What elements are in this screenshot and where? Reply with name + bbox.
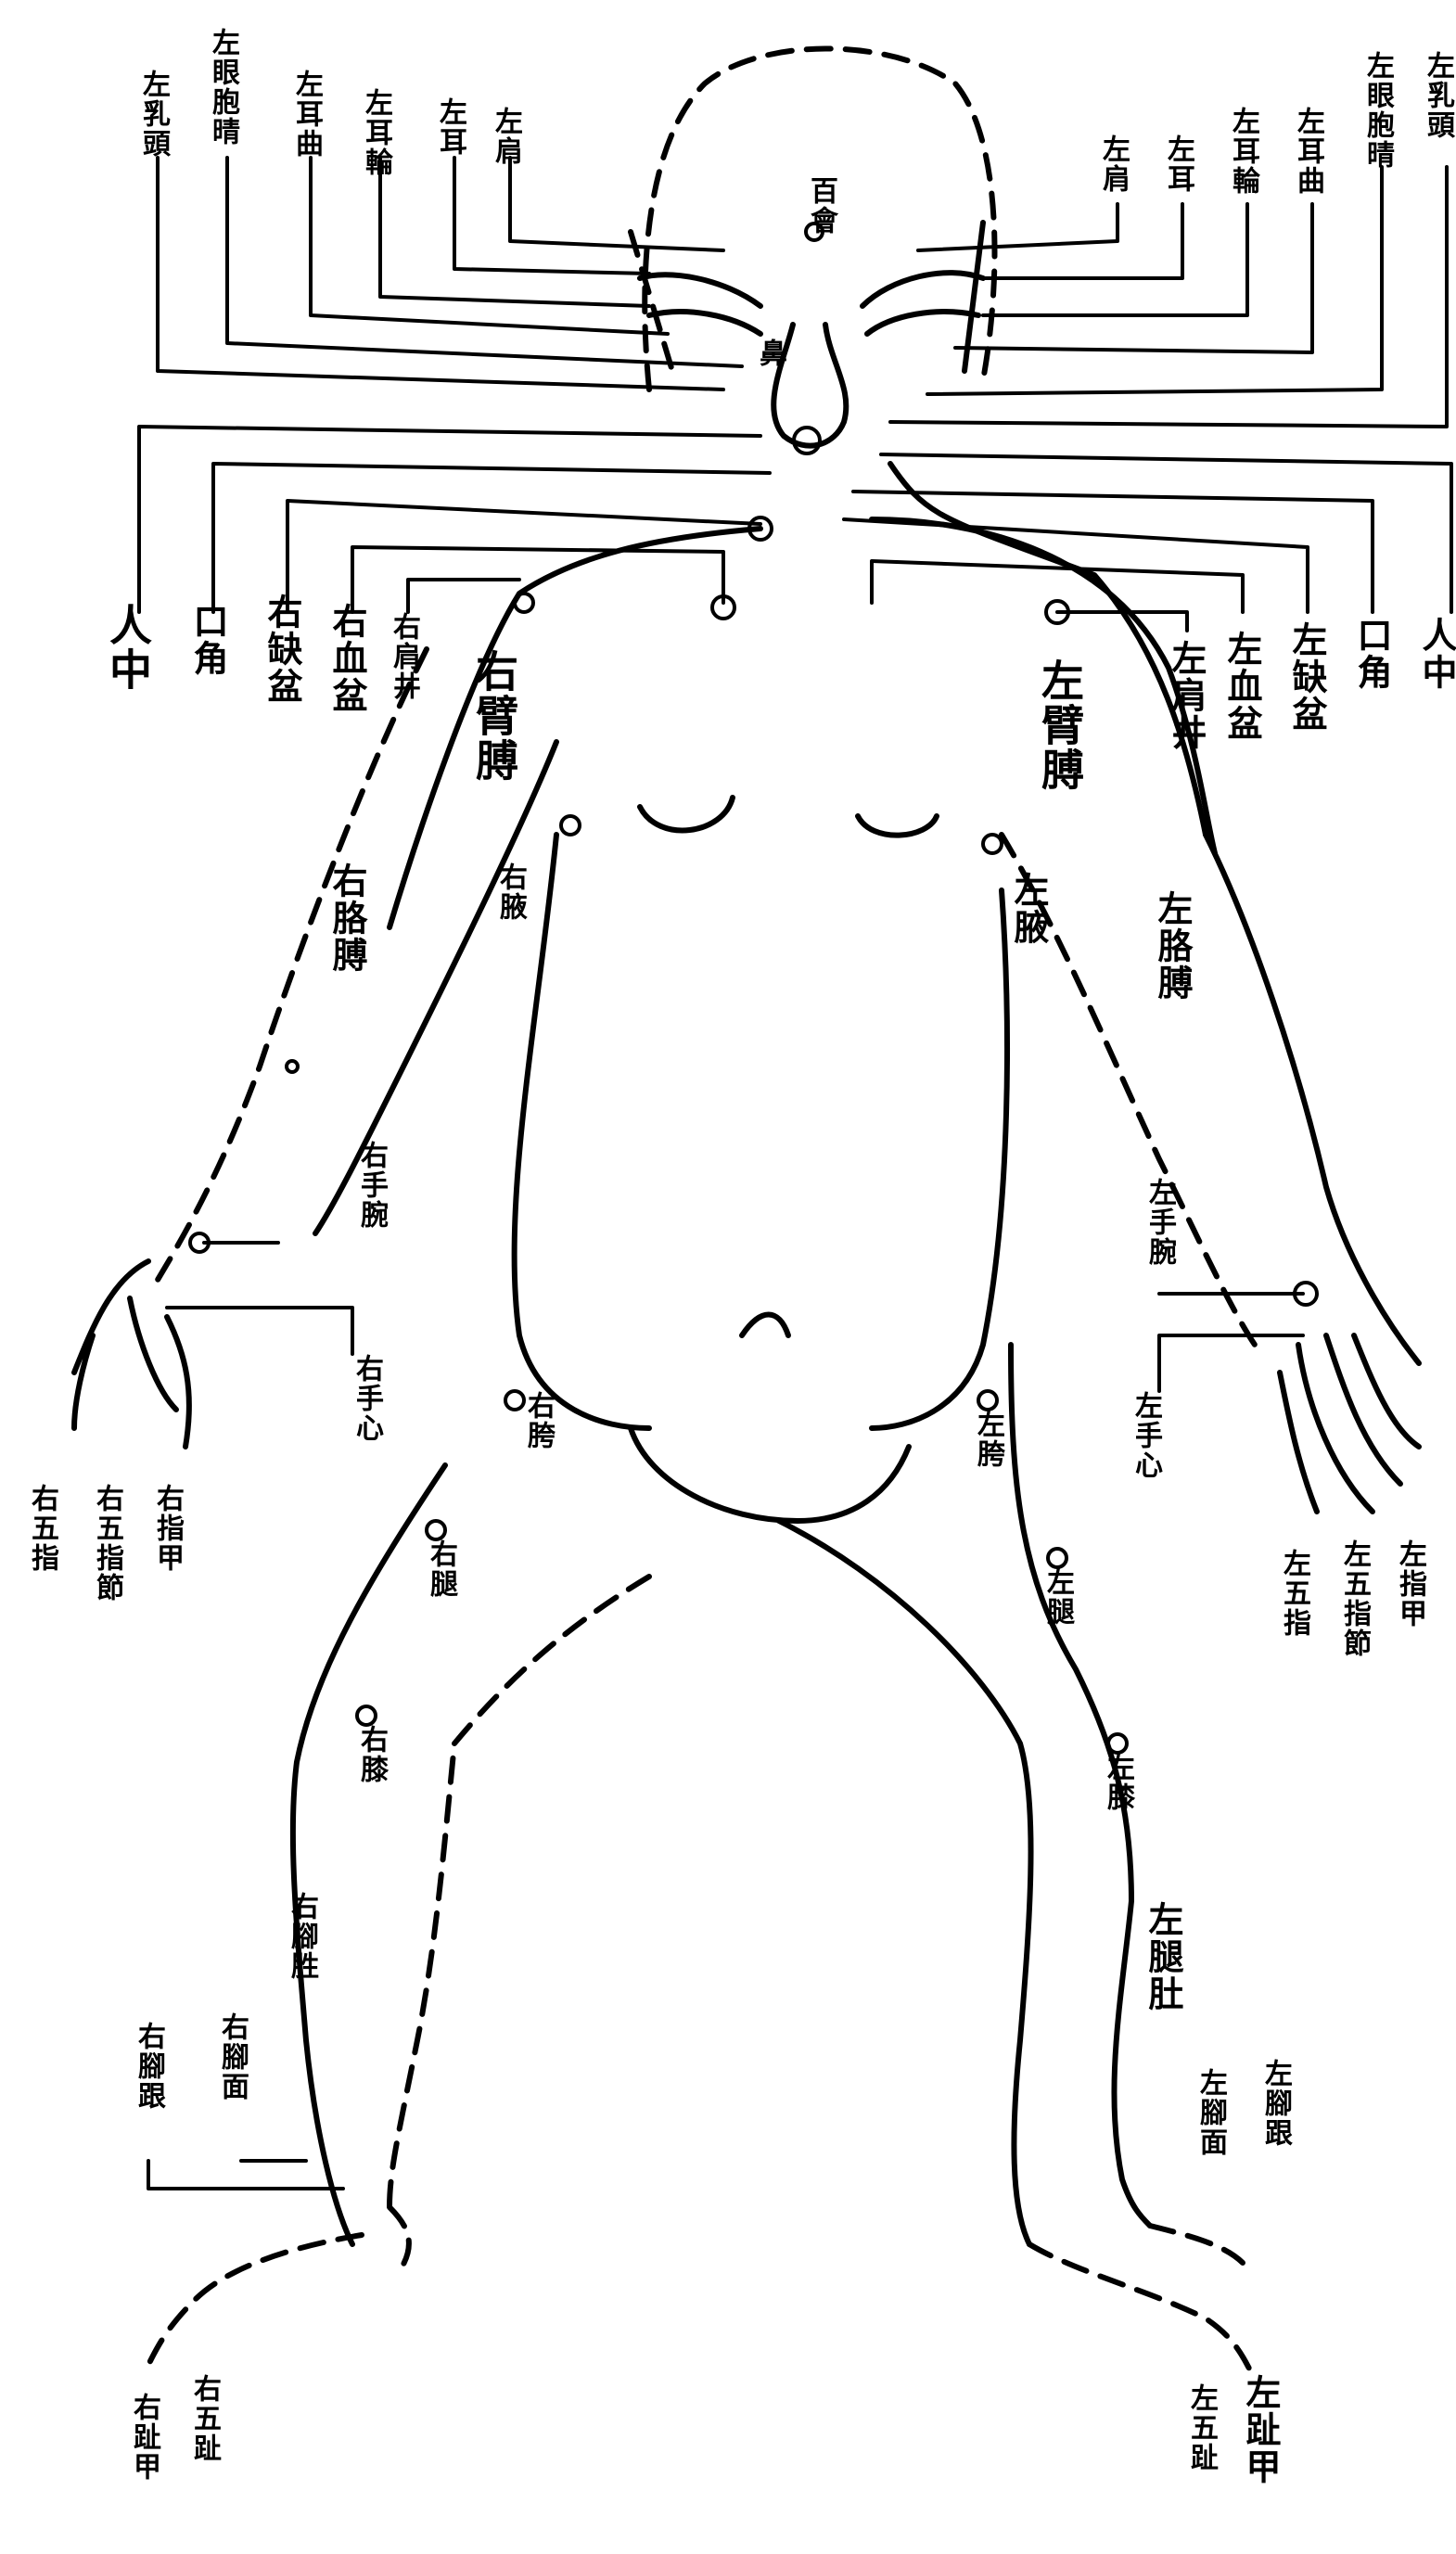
label-left-hand-3: 左指甲 [1396, 1539, 1424, 1628]
right-knee-point [357, 1706, 376, 1725]
label-top-left-6: 左肩 [492, 107, 519, 166]
label-mid-right-3: 左缺盆 [1289, 621, 1324, 733]
right-foot [148, 2207, 409, 2365]
label-left-arm-2: 左胳膊 [1155, 890, 1190, 1002]
right-thigh-point [427, 1521, 445, 1539]
label-top-left-5: 左耳 [436, 97, 464, 157]
label-top-right-1: 左肩 [1099, 134, 1127, 194]
label-right-arm-3: 右手腕 [357, 1141, 385, 1230]
mid-left-leader-lines [139, 427, 770, 612]
right-leg-outer [293, 1465, 445, 2244]
right-ankle-leader [148, 2161, 343, 2189]
label-mid-left-2: 口角 [190, 603, 225, 677]
chest-left [640, 798, 733, 830]
left-hand [1280, 1335, 1419, 1512]
label-left-arm-1: 左臂膊 [1039, 658, 1081, 792]
right-leg-inner [390, 1577, 649, 2207]
label-right-foot-2: 右五趾 [190, 2374, 218, 2463]
label-mid-right-1: 左肩井 [1169, 640, 1204, 751]
label-left-foot-2: 左趾甲 [1243, 2374, 1278, 2485]
label-head-center: 百會 [807, 176, 835, 236]
label-mid-left-1: 人中 [107, 603, 149, 692]
armpit-point-left [983, 835, 1002, 853]
label-mid-left-4: 右血盆 [329, 603, 364, 714]
label-top-right-5: 左眼胞晴 [1363, 51, 1391, 170]
right-hand [74, 1261, 189, 1447]
armpit-point-right [561, 816, 580, 835]
label-mid-left-5: 右肩井 [390, 612, 417, 701]
label-left-hand-1: 左五指 [1280, 1549, 1308, 1638]
label-top-left-1: 左乳頭 [139, 70, 167, 159]
label-right-foot-1: 右趾甲 [130, 2393, 158, 2482]
right-wrist-leader [167, 1243, 352, 1354]
label-right-arm-2: 右胳膊 [329, 862, 364, 974]
label-right-leg-2: 右腿 [427, 1539, 454, 1599]
label-left-leg-4: 左腿肚 [1145, 1901, 1181, 2012]
navel [742, 1315, 788, 1336]
label-right-leg-4: 右腳胜 [287, 1892, 315, 1981]
label-left-foot-1: 左五趾 [1187, 2383, 1215, 2472]
label-right-arm-1: 右臂膊 [473, 649, 516, 783]
label-right-leg-6: 右腳跟 [134, 2022, 162, 2111]
label-left-arm-5: 左腋 [1011, 872, 1046, 946]
face-bridge-right [862, 273, 983, 334]
label-left-leg-1: 左胯 [974, 1410, 1002, 1469]
left-foot [1029, 2226, 1252, 2374]
left-thigh-point [1048, 1549, 1066, 1567]
label-top-right-2: 左耳 [1164, 134, 1192, 194]
belly-right [872, 890, 1007, 1428]
label-right-leg-5: 右腳面 [218, 2012, 246, 2101]
mid-right-leader-lines [844, 454, 1451, 631]
label-mid-right-4: 口角 [1354, 617, 1389, 691]
label-right-arm-5: 右腋 [496, 862, 524, 922]
label-top-right-6: 左乳頭 [1424, 51, 1451, 140]
label-left-arm-3: 左手腕 [1145, 1178, 1173, 1267]
label-top-left-2: 左眼胞晴 [209, 28, 236, 147]
label-top-right-4: 左耳曲 [1294, 107, 1322, 196]
label-left-leg-5: 左腳面 [1196, 2068, 1224, 2157]
label-right-leg-1: 右胯 [524, 1391, 552, 1450]
label-left-leg-3: 左膝 [1104, 1753, 1131, 1812]
left-knee-point [1108, 1734, 1127, 1753]
chest-right [858, 816, 937, 836]
right-hip-point [505, 1391, 524, 1410]
label-right-hand-2: 右五指節 [93, 1484, 121, 1603]
torso-left-edge [390, 529, 760, 927]
belly-left [515, 835, 649, 1428]
right-elbow-point [287, 1061, 298, 1072]
groin [631, 1428, 909, 1521]
label-right-leg-3: 右膝 [357, 1725, 385, 1784]
label-left-leg-6: 左腳跟 [1261, 2059, 1289, 2148]
label-face-center: 鼻 [756, 338, 784, 368]
label-top-right-3: 左耳輪 [1229, 107, 1257, 196]
left-hip-point [978, 1391, 997, 1410]
label-top-left-3: 左耳曲 [292, 70, 320, 159]
label-top-left-4: 左耳輪 [362, 88, 390, 177]
label-right-hand-3: 右指甲 [153, 1484, 181, 1573]
chin-point [794, 428, 820, 453]
label-left-leg-2: 左腿 [1043, 1567, 1071, 1627]
label-mid-right-5: 人中 [1419, 617, 1454, 691]
label-mid-left-3: 右缺盆 [264, 594, 300, 705]
label-left-arm-4: 左手心 [1131, 1391, 1159, 1480]
label-left-hand-2: 左五指節 [1340, 1539, 1368, 1658]
left-leg-inner [779, 1521, 1031, 2244]
label-right-hand-1: 右五指 [28, 1484, 56, 1573]
label-mid-right-2: 左血盆 [1224, 631, 1259, 742]
label-right-arm-4: 右手心 [352, 1354, 380, 1443]
eye-streak-left [631, 232, 672, 371]
